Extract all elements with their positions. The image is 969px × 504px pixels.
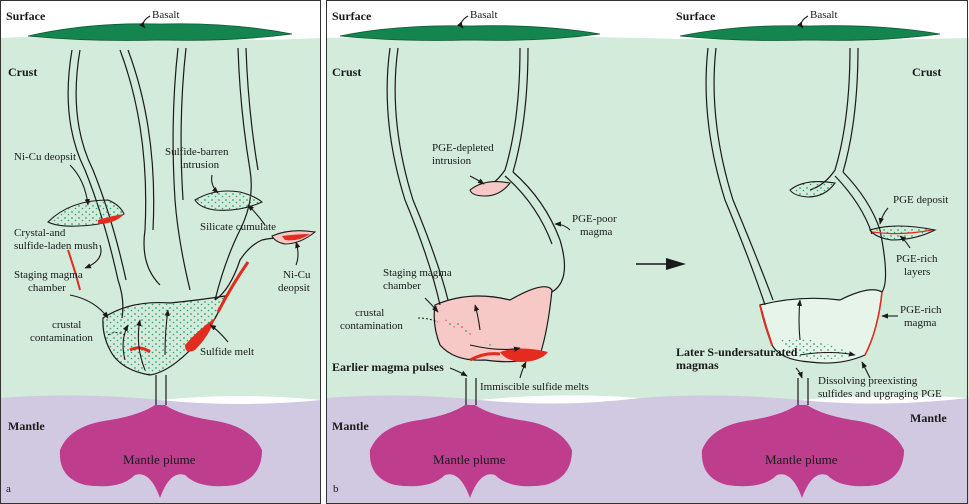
panel-b-crust-label: Crust	[332, 65, 361, 79]
panel-b-staging-2: chamber	[383, 280, 421, 292]
panel-a-mush-1: Crystal-and	[14, 227, 66, 239]
transition-arrow	[636, 258, 686, 270]
panel-b-basalt	[339, 25, 601, 41]
panel-b-contamination: contamination	[340, 320, 403, 332]
panel-b-staging-1: Staging magma	[383, 267, 452, 279]
panel-a-mantle-label: Mantle	[8, 419, 45, 433]
panel-c-pge-layers-2: layers	[904, 266, 930, 278]
panel-a-barren-2: intrusion	[180, 159, 220, 171]
panel-b-letter: b	[333, 483, 339, 495]
panel-c-pge-deposit: PGE deposit	[893, 194, 948, 206]
panel-a-plume	[59, 405, 263, 498]
panel-b-crustal: crustal	[355, 307, 384, 319]
panel-c-basalt-label: Basalt	[810, 9, 838, 21]
panel-c-surface-label: Surface	[676, 9, 716, 23]
panel-c-basalt	[679, 25, 941, 41]
panel-a: Surface Basalt Crust Mantle Mantle plume…	[0, 0, 321, 504]
panel-b-pge-depleted-1: PGE-depleted	[432, 142, 494, 154]
panel-a-crustal: crustal	[52, 319, 81, 331]
panel-b: Surface Basalt Crust Mantle Mantle plume…	[332, 9, 617, 498]
panel-a-sulfide-pool	[185, 318, 215, 352]
panel-b-sulfide-pool	[500, 348, 548, 362]
panel-b-immiscible: Immiscible sulfide melts	[480, 381, 589, 393]
panel-c-pge-magma-2: magma	[904, 317, 936, 329]
panel-b-pge-poor-2: magma	[580, 226, 612, 238]
panel-b-pge-poor-1: PGE-poor	[572, 213, 617, 225]
panel-c: Surface Basalt Crust Mantle Mantle plume…	[676, 9, 948, 498]
panel-a-feeder	[155, 375, 167, 405]
panel-a-mush-2: sulfide-laden mush	[14, 240, 99, 252]
panel-b-sill	[469, 181, 511, 197]
panel-a-crust	[0, 36, 321, 404]
panel-b-basalt-label: Basalt	[470, 9, 498, 21]
panel-a-nicu-right-2: deopsit	[278, 282, 310, 294]
panel-a-middle-sill	[194, 190, 264, 211]
panel-c-dissolving-2: sulfides and upgraging PGE	[818, 388, 942, 400]
panel-c-pge-layers-1: PGE-rich	[896, 253, 938, 265]
panel-c-later-2: magmas	[676, 358, 719, 372]
panel-b-pge-depleted-2: intrusion	[432, 155, 472, 167]
panel-c-upper-sill	[789, 181, 836, 198]
panel-b-plume	[369, 405, 572, 498]
panel-c-pge-magma-1: PGE-rich	[900, 304, 942, 316]
panel-a-plume-label: Mantle plume	[123, 452, 196, 467]
panel-c-dissolving-1: Dissolving preexisting	[818, 375, 918, 387]
panel-a-silicate-cumulate: Silicate cumulate	[200, 221, 276, 233]
panel-a-nicu-left-label: Ni-Cu deopsit	[14, 151, 76, 163]
panel-a-letter: a	[6, 483, 11, 495]
panel-a-nicu-right-1: Ni-Cu	[283, 269, 311, 281]
panel-b-plume-label: Mantle plume	[433, 452, 506, 467]
panel-a-crust-label: Crust	[8, 65, 37, 79]
panel-c-plume	[701, 405, 904, 498]
panel-bc-crust	[326, 36, 969, 404]
panel-a-staging-1: Staging magma	[14, 269, 83, 281]
panel-c-plume-label: Mantle plume	[765, 452, 838, 467]
panel-b-surface-label: Surface	[332, 9, 372, 23]
panel-a-staging-2: chamber	[28, 282, 66, 294]
panel-b-mantle-label: Mantle	[332, 419, 369, 433]
panel-a-sulfide-melt: Sulfide melt	[200, 346, 254, 358]
panel-a-basalt	[27, 23, 293, 41]
panel-a-contamination: contamination	[30, 332, 93, 344]
panel-c-later-1: Later S-undersaturated	[676, 345, 798, 359]
panel-c-mantle-label: Mantle	[910, 411, 947, 425]
panel-b-earlier-pulses: Earlier magma pulses	[332, 360, 444, 374]
panel-a-barren-1: Sulfide-barren	[165, 146, 229, 158]
panel-c-crust-label: Crust	[912, 65, 941, 79]
panel-a-surface-label: Surface	[6, 9, 46, 23]
panel-a-basalt-label: Basalt	[152, 9, 180, 21]
